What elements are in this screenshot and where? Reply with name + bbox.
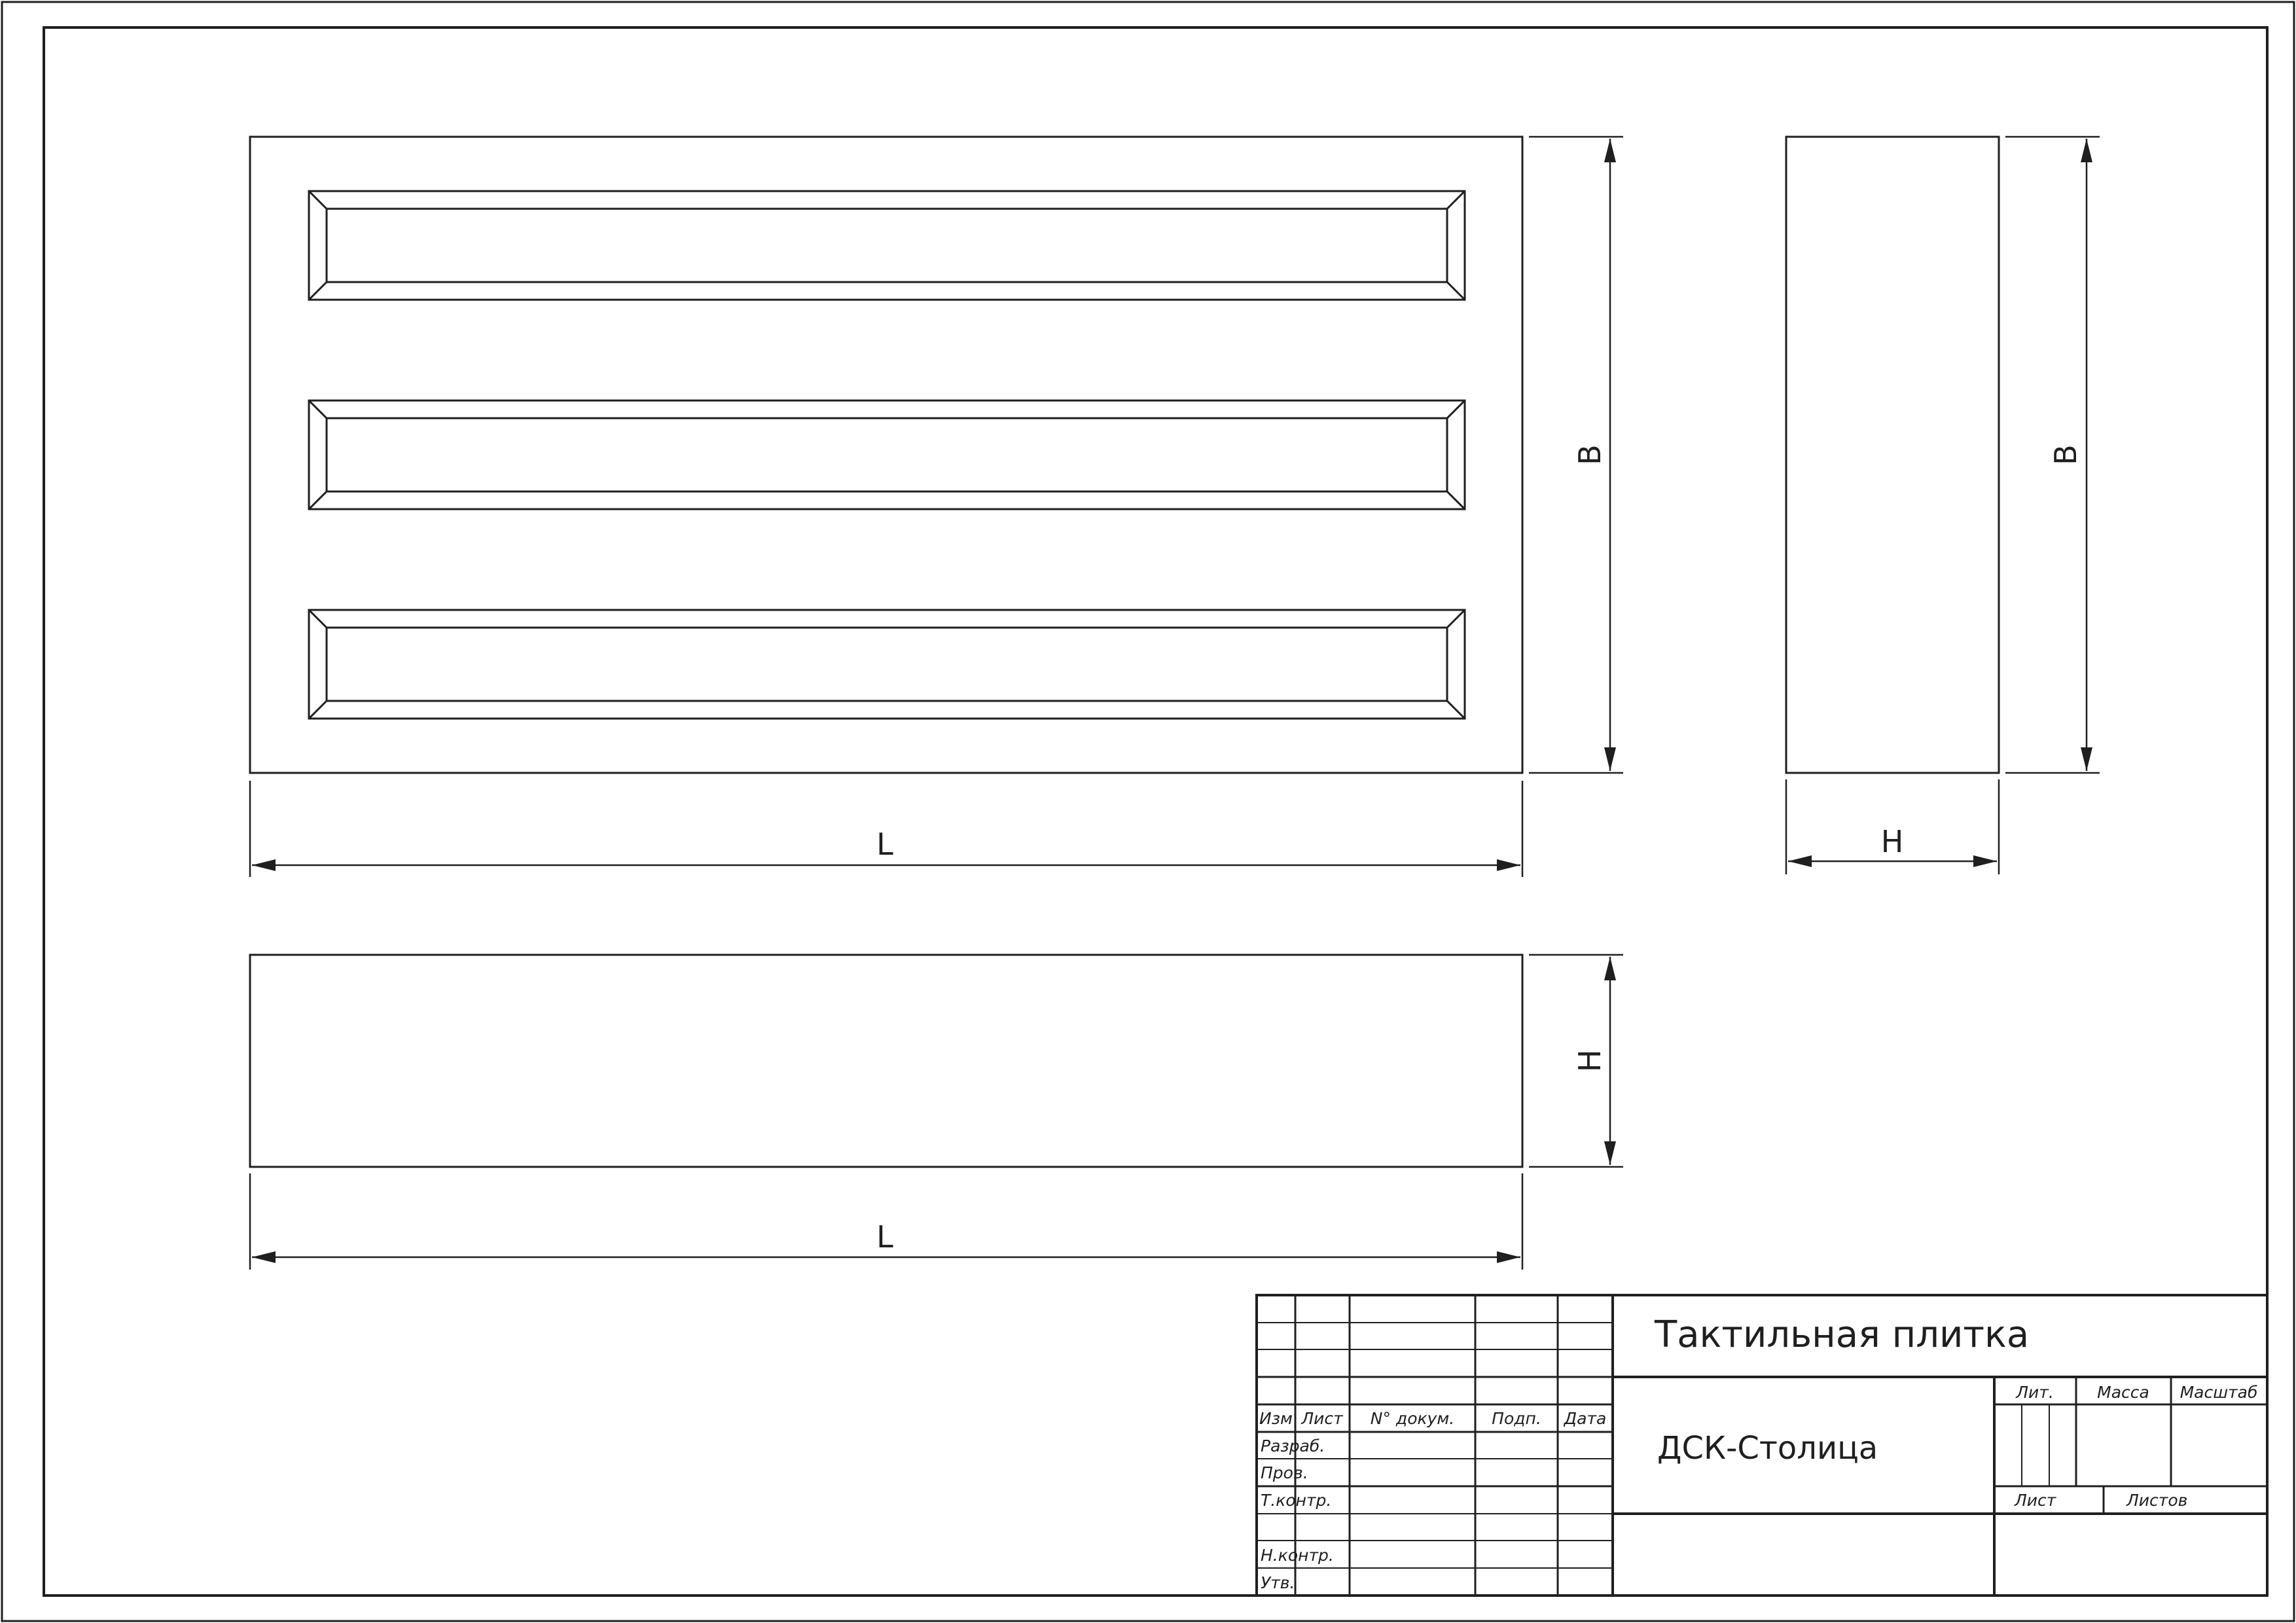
column-date: Дата [1564, 1409, 1607, 1428]
row-norm-control: Н.контр. [1261, 1546, 1334, 1565]
tile-side-outline [1785, 135, 2000, 774]
row-checked: Пров. [1261, 1463, 1308, 1482]
dimension-label-h: H [1572, 1050, 1607, 1073]
column-izm: Изм [1259, 1409, 1293, 1428]
tile-outline [249, 135, 1524, 774]
dimension-l-front: L [249, 781, 1524, 877]
side-view: B H [1785, 135, 2100, 874]
row-approved: Утв. [1261, 1573, 1295, 1592]
header-lit: Лит. [2015, 1383, 2054, 1402]
tactile-strip [308, 399, 1466, 510]
tile-bottom-outline [249, 954, 1524, 1168]
dimension-l-bottom: L [249, 1173, 1524, 1270]
front-view: B L [249, 135, 1623, 877]
header-scale: Масштаб [2180, 1383, 2258, 1402]
title-block: Изм Лист N° докум. Подп. Дата Разраб. Пр… [1255, 1294, 2269, 1597]
column-list: Лист [1300, 1409, 1344, 1428]
dimension-label-l: L [876, 827, 893, 862]
header-mass: Масса [2097, 1383, 2149, 1402]
dimension-label-l: L [876, 1219, 893, 1255]
column-document-number: N° докум. [1371, 1409, 1454, 1428]
bottom-view: H L [249, 954, 1623, 1270]
dimension-label-b: B [2048, 444, 2083, 465]
tactile-strip [308, 190, 1466, 301]
row-tech-control: Т.контр. [1261, 1491, 1331, 1510]
drawing-title: Тактильная плитка [1654, 1313, 2029, 1356]
column-signature: Подп. [1492, 1409, 1541, 1428]
label-sheet: Лист [2014, 1491, 2057, 1510]
dimension-b-front: B [1529, 135, 1623, 774]
dimension-h-bottom: H [1529, 954, 1623, 1168]
tactile-strip [308, 609, 1466, 720]
drawing-frame [43, 26, 2269, 1597]
label-sheets: Листов [2126, 1491, 2187, 1510]
dimension-b-side: B [2005, 135, 2100, 774]
dimension-h-side: H [1785, 779, 2000, 874]
row-developer: Разраб. [1261, 1436, 1325, 1455]
dimension-label-b: B [1572, 444, 1607, 465]
organization-name: ДСК-Столица [1657, 1430, 1878, 1467]
dimension-label-h: H [1881, 824, 1904, 859]
